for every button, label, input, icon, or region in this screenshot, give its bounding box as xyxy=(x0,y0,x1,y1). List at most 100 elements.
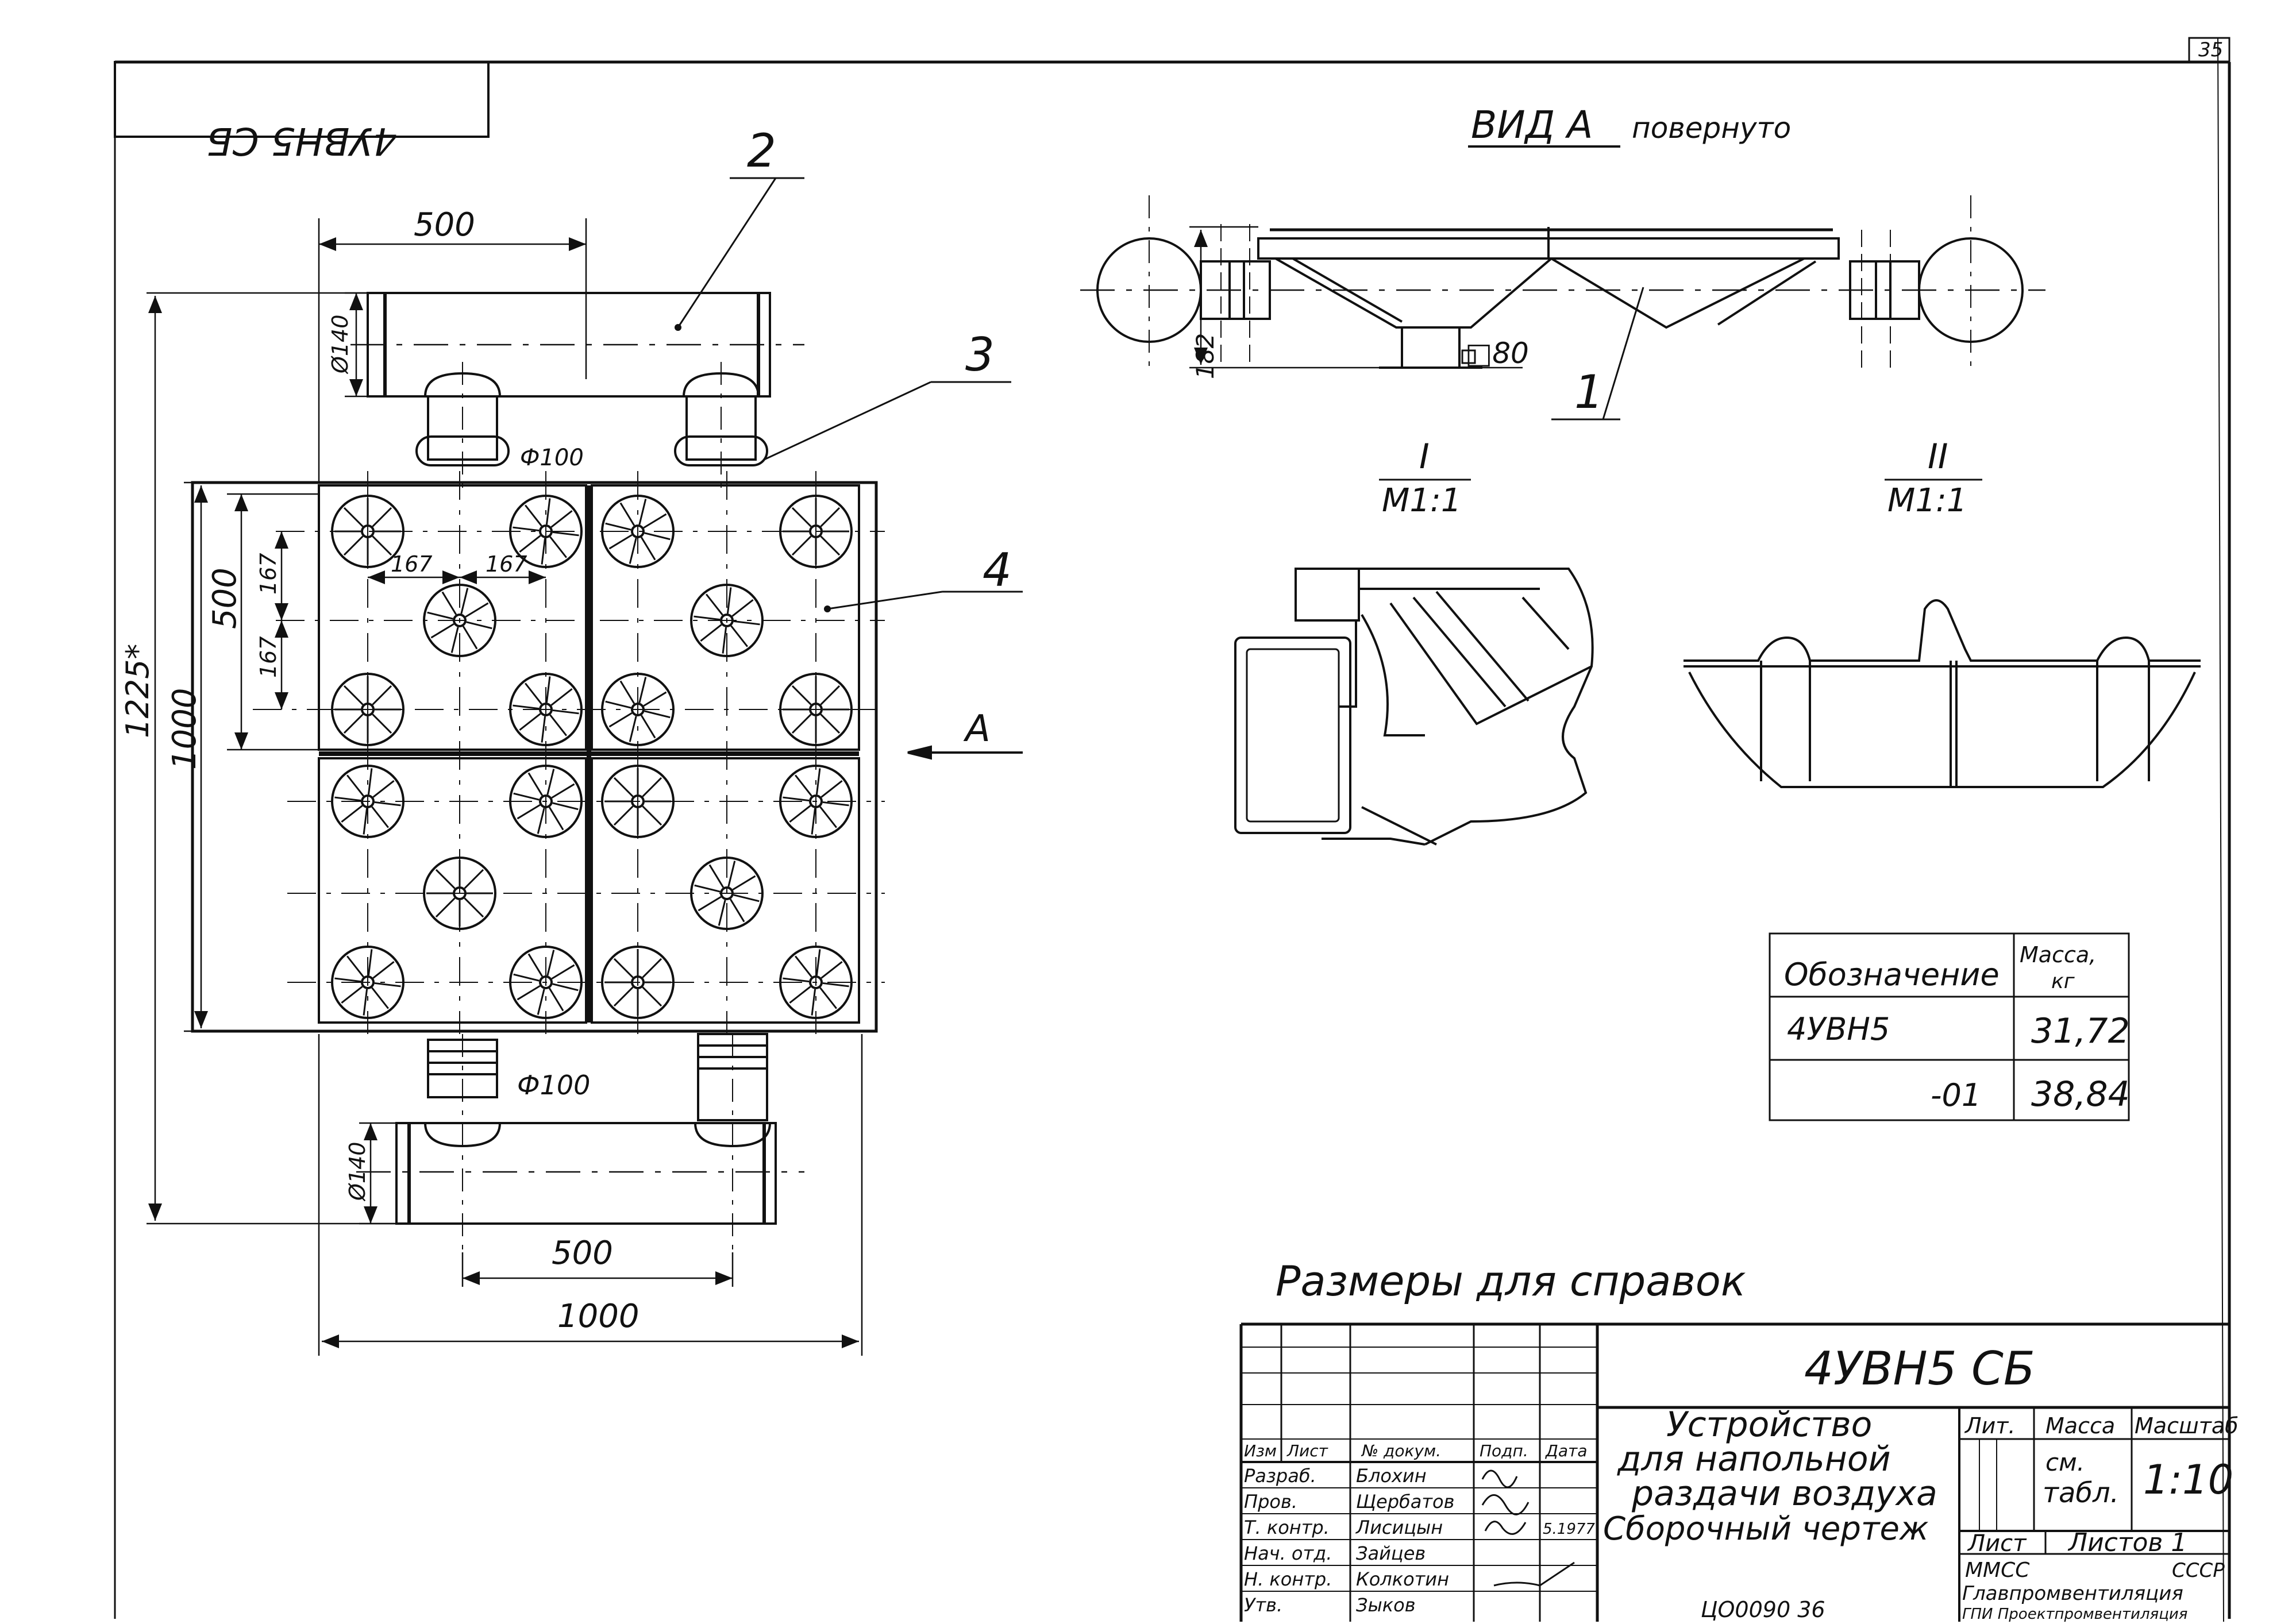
mirrored-stamp: 4УВН5 СБ xyxy=(114,61,490,163)
title-block-mass-value-2: табл. xyxy=(2043,1477,2119,1509)
diffuser-rosette xyxy=(779,495,853,568)
title-block-col-mass: Масса xyxy=(2045,1413,2115,1438)
title-block-person-name: Блохин xyxy=(1356,1465,1427,1487)
diffuser-rosette xyxy=(779,765,853,838)
title-block-col-lit: Лит. xyxy=(1964,1413,2016,1438)
diffuser-rosette xyxy=(509,673,583,746)
plan-view xyxy=(191,292,885,1034)
title-block-role: Разраб. xyxy=(1244,1465,1316,1487)
diffuser-rosette xyxy=(509,495,583,568)
dim-167-vertical-b: 167 xyxy=(256,636,281,678)
panel-bottom-right xyxy=(591,757,860,1024)
callout-1: 1 xyxy=(1574,365,1604,419)
title-block-role: Нач. отд. xyxy=(1244,1542,1332,1564)
diffuser-rosette xyxy=(690,857,764,930)
dim-bottom-500: 500 xyxy=(552,1235,613,1272)
mass-table-row-2-designation: -01 xyxy=(1931,1077,1981,1113)
title-block-hdr-date: Дата xyxy=(1544,1441,1588,1460)
callout-3: 3 xyxy=(965,328,995,381)
callout-2-dot xyxy=(675,324,681,331)
callout-2: 2 xyxy=(747,124,776,178)
square-symbol xyxy=(1461,349,1476,364)
title-block-hdr-list: Лист xyxy=(1286,1441,1328,1460)
title-block-scale-value: 1:10 xyxy=(2143,1456,2233,1503)
title-block-hdr-sign: Подп. xyxy=(1480,1441,1528,1460)
diffuser-rosette xyxy=(601,946,675,1019)
bottom-header-pipe xyxy=(356,1034,804,1252)
diffuser-grid xyxy=(331,495,853,1019)
title-block-org-line-1: ММСС xyxy=(1965,1559,2030,1582)
detail-1-drawing xyxy=(1234,568,1594,846)
dim-top-nozzle: Ф100 xyxy=(520,445,584,471)
title-block-name-line-2: для напольной xyxy=(1617,1439,1891,1479)
plan-dimensions xyxy=(147,218,863,1356)
view-a-section xyxy=(1080,195,2045,369)
diffuser-rosette xyxy=(331,765,405,838)
dim-top-500: 500 xyxy=(414,206,475,244)
dim-top-pipe-dia: Ø140 xyxy=(328,315,353,375)
dim-bottom-pipe-dia: Ø140 xyxy=(345,1142,370,1202)
diffuser-rosette xyxy=(331,495,405,568)
title-block-col-scale: Масштаб xyxy=(2135,1413,2239,1438)
title-block-org-line-3: ГПИ Проектпромвентиляция xyxy=(1962,1606,2187,1622)
diffuser-rosette xyxy=(601,765,675,838)
diffuser-rosette xyxy=(423,857,496,930)
title-block-person-name: Щербатов xyxy=(1356,1491,1454,1513)
mass-table-header-mass: Масса, xyxy=(2020,942,2096,967)
callout-4: 4 xyxy=(983,543,1012,597)
dim-outer-1225: 1225* xyxy=(120,644,156,738)
callout-leaders xyxy=(677,177,1644,610)
title-block-sheet-label: Лист xyxy=(1967,1530,2027,1557)
detail-2-roman: II xyxy=(1928,437,1948,477)
diffuser-rosette xyxy=(331,673,405,746)
mass-table-header-unit: кг xyxy=(2051,970,2075,993)
title-block-role: Пров. xyxy=(1244,1491,1297,1513)
panel-top-left xyxy=(318,484,587,751)
plan-view-lower xyxy=(356,1033,804,1252)
signatures xyxy=(1481,1469,1575,1587)
panel-bottom-left xyxy=(318,757,587,1024)
dim-167-vertical-a: 167 xyxy=(256,553,281,595)
title-block-hdr-doc: № докум. xyxy=(1361,1441,1441,1460)
mass-table-row-1-designation: 4УВН5 xyxy=(1787,1011,1890,1047)
detail-1-scale: М1:1 xyxy=(1382,482,1461,519)
title-block-date-value: 5.1977 xyxy=(1543,1521,1595,1538)
title-block-role: Н. контр. xyxy=(1244,1568,1332,1590)
title-block-org-line-1b: СССР xyxy=(2172,1559,2225,1582)
mass-table-header-designation: Обозначение xyxy=(1784,956,2000,993)
title-block-role: Т. контр. xyxy=(1244,1517,1330,1538)
dim-left-1000: 1000 xyxy=(166,688,203,770)
bottom-nozzles xyxy=(424,1033,771,1148)
dim-left-500: 500 xyxy=(206,568,244,629)
top-nozzles xyxy=(415,362,768,488)
mass-table-row-2-mass: 38,84 xyxy=(2031,1074,2130,1114)
view-a-subtitle: повернуто xyxy=(1632,111,1791,145)
view-a-title: ВИД А xyxy=(1471,103,1593,147)
distributor-body xyxy=(191,481,878,1033)
panel-top-right xyxy=(591,484,860,751)
dim-167-horizontal-b: 167 xyxy=(486,551,527,577)
detail-1-roman: I xyxy=(1419,437,1430,477)
diffuser-rosette xyxy=(601,495,675,568)
title-block-person-name: Зыков xyxy=(1356,1594,1416,1616)
title-block-sheets-label: Листов 1 xyxy=(2067,1528,2187,1557)
reference-note: Размеры для справок xyxy=(1276,1257,1746,1305)
diffuser-rosette xyxy=(601,673,675,746)
title-block-name-line-1: Устройство xyxy=(1666,1405,1872,1445)
title-block-name-line-4: Сборочный чертеж xyxy=(1603,1510,1928,1548)
title-block-roles: Разраб. Пров. Т. контр. Нач. отд. Н. контр. У… xyxy=(1244,1465,1454,1616)
mass-table-row-1-mass: 31,72 xyxy=(2031,1011,2130,1051)
bottom-archive-number: ЦО0090 36 xyxy=(1701,1597,1825,1622)
title-block-name-line-3: раздачи воздуха xyxy=(1631,1473,1937,1514)
top-header-pipe xyxy=(350,292,804,398)
title-block-person-name: Зайцев xyxy=(1356,1542,1426,1564)
title-block-role: Утв. xyxy=(1244,1594,1282,1616)
callout-4-dot xyxy=(824,605,831,612)
diffuser-rosette xyxy=(509,765,583,838)
title-block-grid xyxy=(1239,1322,2229,1622)
mass-table xyxy=(1769,932,2130,1121)
diffuser-rosette xyxy=(779,946,853,1019)
section-arrow-label: А xyxy=(963,708,991,750)
